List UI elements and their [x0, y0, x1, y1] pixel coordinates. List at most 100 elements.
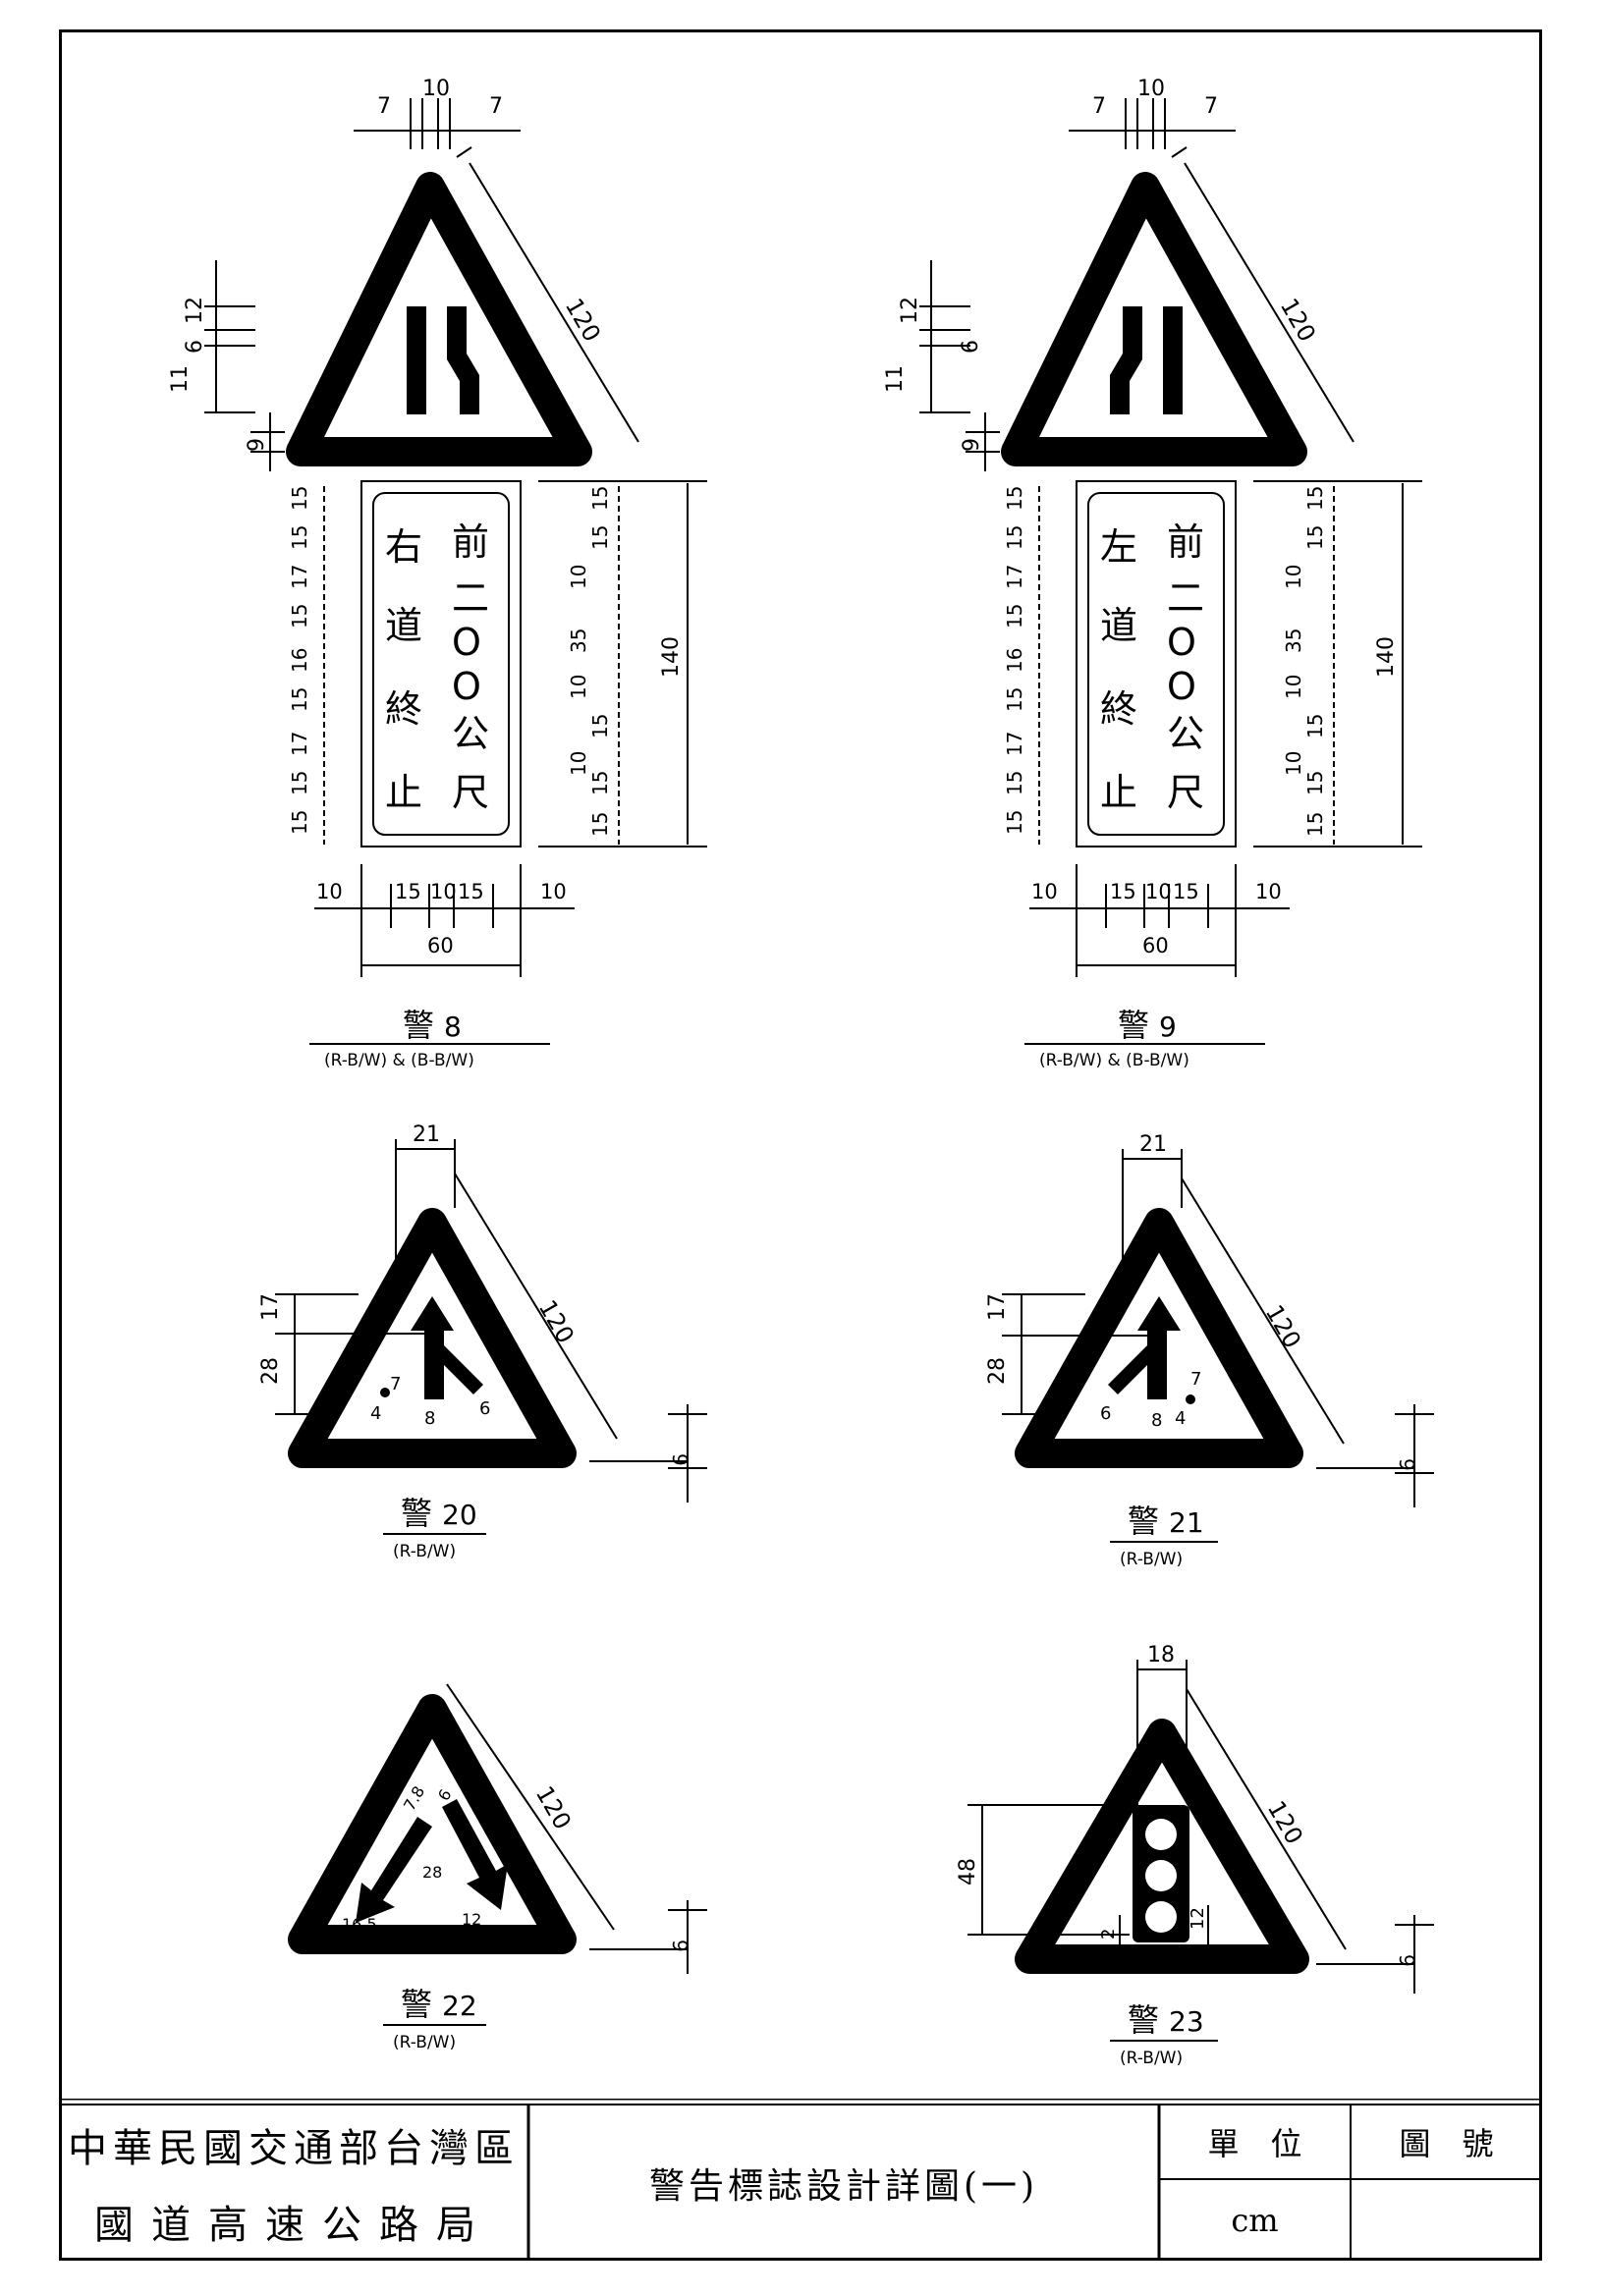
dim: 8 — [1151, 1410, 1162, 1431]
panel-char: O — [1167, 665, 1196, 708]
warning-triangle — [1001, 172, 1307, 466]
dim: 15 — [1003, 810, 1026, 835]
title-block: 中華民國交通部台灣區 國道高速公路局 警告標誌設計詳圖(一) 單 位 cm 圖 … — [59, 2099, 1542, 2261]
panel-char: 終 — [1100, 687, 1137, 731]
sign-warn-23: 18 120 9 48 2 12 警 23 (R-B/W) — [956, 1643, 1434, 2068]
sign-color-code: (R-B/W) & (B-B/W) — [324, 1051, 474, 1070]
dim: 15 — [288, 771, 311, 795]
sign-number: 22 — [442, 1990, 477, 2022]
unit-value: cm — [1231, 2201, 1279, 2239]
dim: 28 — [422, 1863, 442, 1882]
dim-left-c: 11 — [168, 365, 193, 393]
dim: 8 — [424, 1408, 435, 1429]
dim: 35 — [1282, 629, 1305, 653]
panel-char: O — [1167, 621, 1196, 664]
sign-label-prefix: 警 — [1128, 1503, 1159, 1540]
dim: 16 — [288, 648, 311, 673]
dim-panel-height: 140 — [1374, 636, 1399, 678]
sign-color-code: (R-B/W) — [1120, 1550, 1183, 1569]
diverge-left-arrow-icon — [356, 1817, 432, 1923]
sign-number: 21 — [1169, 1506, 1204, 1539]
dim-left-b: 28 — [985, 1357, 1010, 1385]
sign-color-code: (R-B/W) — [393, 1542, 456, 1561]
dim-width: 60 — [427, 934, 454, 957]
drawing-number-header: 圖 號 — [1399, 2125, 1494, 2162]
dim-left-d: 9 — [960, 438, 984, 452]
dim: 10 — [1282, 675, 1305, 699]
panel-char: 右 — [385, 525, 422, 569]
panel-char: 前 — [1167, 520, 1204, 564]
panel-char: 止 — [385, 771, 422, 814]
dim: 10 — [1255, 880, 1282, 903]
dim: 10 — [1282, 751, 1305, 776]
dim: 35 — [567, 629, 590, 653]
sub-panel — [1076, 480, 1237, 847]
panel-char: 左 — [1100, 525, 1137, 569]
dim: 15 — [1173, 880, 1199, 903]
agency-line-2: 國道高速公路局 — [94, 2203, 493, 2248]
dim: 10 — [316, 880, 343, 903]
dim-top: 21 — [1139, 1132, 1167, 1157]
dim-left-b: 6 — [183, 340, 207, 354]
dim: 6 — [434, 1786, 456, 1804]
sign-label-prefix: 警 — [401, 1986, 432, 2023]
dim: 6 — [1100, 1403, 1111, 1424]
sign-number: 9 — [1159, 1011, 1177, 1043]
warning-triangle — [1015, 1719, 1309, 1974]
merge-arrow-icon — [1108, 1296, 1181, 1399]
dim-side: 120 — [530, 1781, 577, 1834]
panel-char: 尺 — [1167, 771, 1204, 814]
dim-panel-height: 140 — [659, 636, 684, 678]
dim: 15 — [1003, 486, 1026, 511]
dim: 15 — [458, 880, 484, 903]
dim: 7 — [390, 1374, 401, 1394]
lane-ending-icon — [1110, 306, 1142, 414]
dim: 2 — [1098, 1929, 1119, 1940]
sign-label-prefix: 警 — [401, 1495, 432, 1532]
panel-char: 止 — [1100, 771, 1137, 814]
dim: 10 — [540, 880, 567, 903]
sign-number: 20 — [442, 1499, 477, 1531]
warning-triangle — [288, 1694, 577, 1954]
dim-left-b: 6 — [959, 340, 983, 354]
dim-top: 21 — [413, 1122, 440, 1147]
sign-color-code: (R-B/W) & (B-B/W) — [1039, 1051, 1189, 1070]
dim: 17 — [1003, 732, 1026, 756]
sign-label-prefix: 警 — [1128, 2001, 1159, 2039]
dim-left-a: 17 — [985, 1293, 1010, 1321]
dim: 15 — [1110, 880, 1136, 903]
lane-ending-icon — [447, 306, 479, 414]
dim-side: 120 — [533, 1295, 580, 1348]
dim-left-c: 11 — [883, 365, 908, 393]
dim: 4 — [370, 1403, 381, 1424]
sign-color-code: (R-B/W) — [1120, 2049, 1183, 2068]
drawing-number-value — [1351, 2179, 1542, 2261]
sign-warn-20: 21 120 17 28 9 4 7 8 6 警 20 (R-B/W) — [258, 1122, 707, 1561]
panel-char: 二 — [1167, 576, 1204, 620]
sign-number: 8 — [444, 1011, 462, 1043]
agency-line-1: 中華民國交通部台灣區 — [68, 2126, 520, 2171]
dim-top-mid: 10 — [1137, 77, 1165, 101]
panel-char: 終 — [385, 687, 422, 731]
lane-straight-icon — [1163, 306, 1183, 414]
dim: 16 — [1003, 648, 1026, 673]
dim: 15 — [288, 687, 311, 712]
panel-char: 道 — [1100, 604, 1137, 647]
panel-char: O — [452, 665, 481, 708]
dim-border: 9 — [668, 1940, 691, 1952]
drawing-frame — [59, 29, 1542, 2261]
dim-width: 60 — [1142, 934, 1169, 957]
merge-arrow-icon — [411, 1296, 483, 1399]
dim: 4 — [1175, 1408, 1186, 1429]
dim: 15 — [1303, 771, 1327, 795]
dim-top-right: 7 — [489, 94, 503, 119]
dim-side: 120 — [560, 294, 606, 347]
dim-left-a: 17 — [258, 1293, 283, 1321]
dim: 12 — [462, 1910, 481, 1929]
sign-color-code: (R-B/W) — [393, 2033, 456, 2052]
dim: 15 — [588, 771, 612, 795]
sign-label-prefix: 警 — [403, 1007, 434, 1044]
dim-border: 9 — [1395, 1954, 1418, 1967]
dim: 15 — [588, 812, 612, 837]
panel-char: 公 — [452, 712, 489, 755]
